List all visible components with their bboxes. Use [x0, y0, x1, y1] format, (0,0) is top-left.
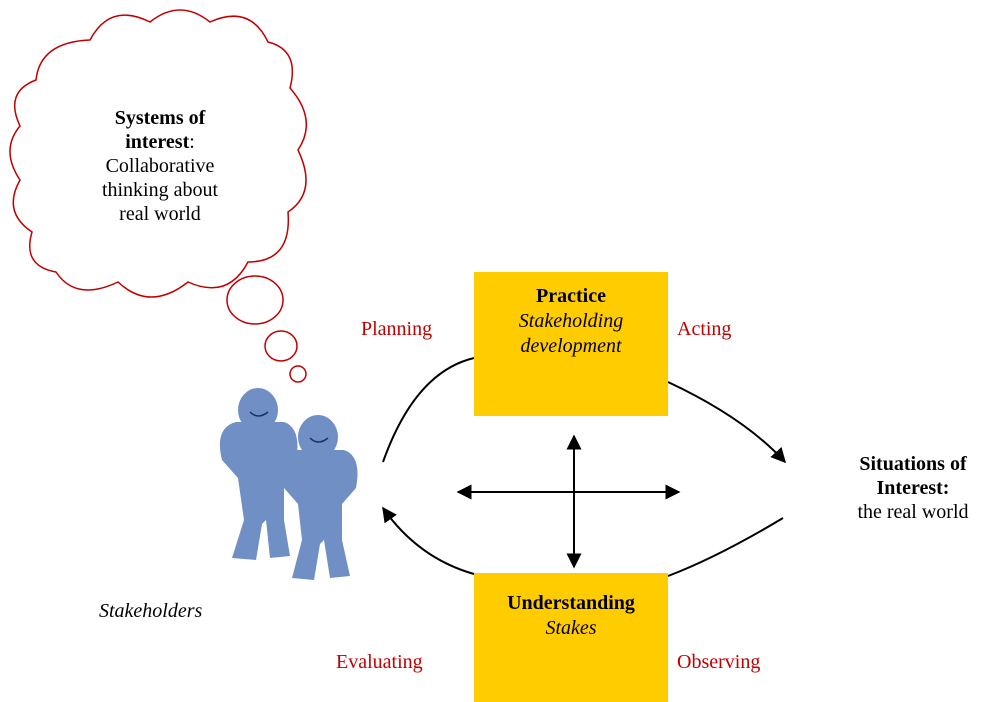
acting-label: Acting — [677, 318, 732, 340]
cloud-text: Systems of interest: Collaborative think… — [60, 106, 260, 226]
acting-arrow — [667, 381, 787, 464]
observing-label: Observing — [677, 651, 761, 673]
understanding-box: Understanding Stakes — [474, 573, 668, 702]
practice-title: Practice — [536, 285, 606, 307]
understanding-title: Understanding — [507, 592, 635, 614]
cloud-colon: : — [189, 131, 195, 153]
observing-arrow — [667, 517, 784, 577]
evaluating-label: Evaluating — [336, 651, 423, 673]
practice-subtitle-1: Stakeholding — [518, 310, 624, 332]
thought-cloud-icon — [9, 9, 308, 383]
cloud-title-line: Systems of — [60, 106, 260, 130]
planning-arrow — [382, 357, 475, 463]
practice-subtitle-2: development — [520, 335, 622, 357]
situations-subtitle: the real world — [857, 501, 969, 523]
cloud-line-2: thinking about — [101, 179, 219, 201]
evaluating-arrow — [382, 506, 475, 575]
cloud-line-1: Collaborative — [105, 155, 215, 177]
cloud-title-interest: interest — [125, 131, 190, 153]
situations-text: Situations of Interest: the real world — [826, 452, 1000, 524]
practice-box: Practice Stakeholding development — [474, 272, 668, 416]
stakeholders-label: Stakeholders — [99, 600, 203, 622]
situations-title-1: Situations of — [859, 453, 967, 475]
situations-title-2: Interest: — [876, 477, 950, 499]
cloud-line-3: real world — [119, 203, 201, 225]
understanding-subtitle: Stakes — [545, 617, 597, 639]
cloud-title: Systems of — [114, 107, 206, 129]
cloud-title-line-2: interest: — [60, 130, 260, 154]
planning-label: Planning — [361, 318, 433, 340]
person-figure-icon — [219, 388, 358, 580]
